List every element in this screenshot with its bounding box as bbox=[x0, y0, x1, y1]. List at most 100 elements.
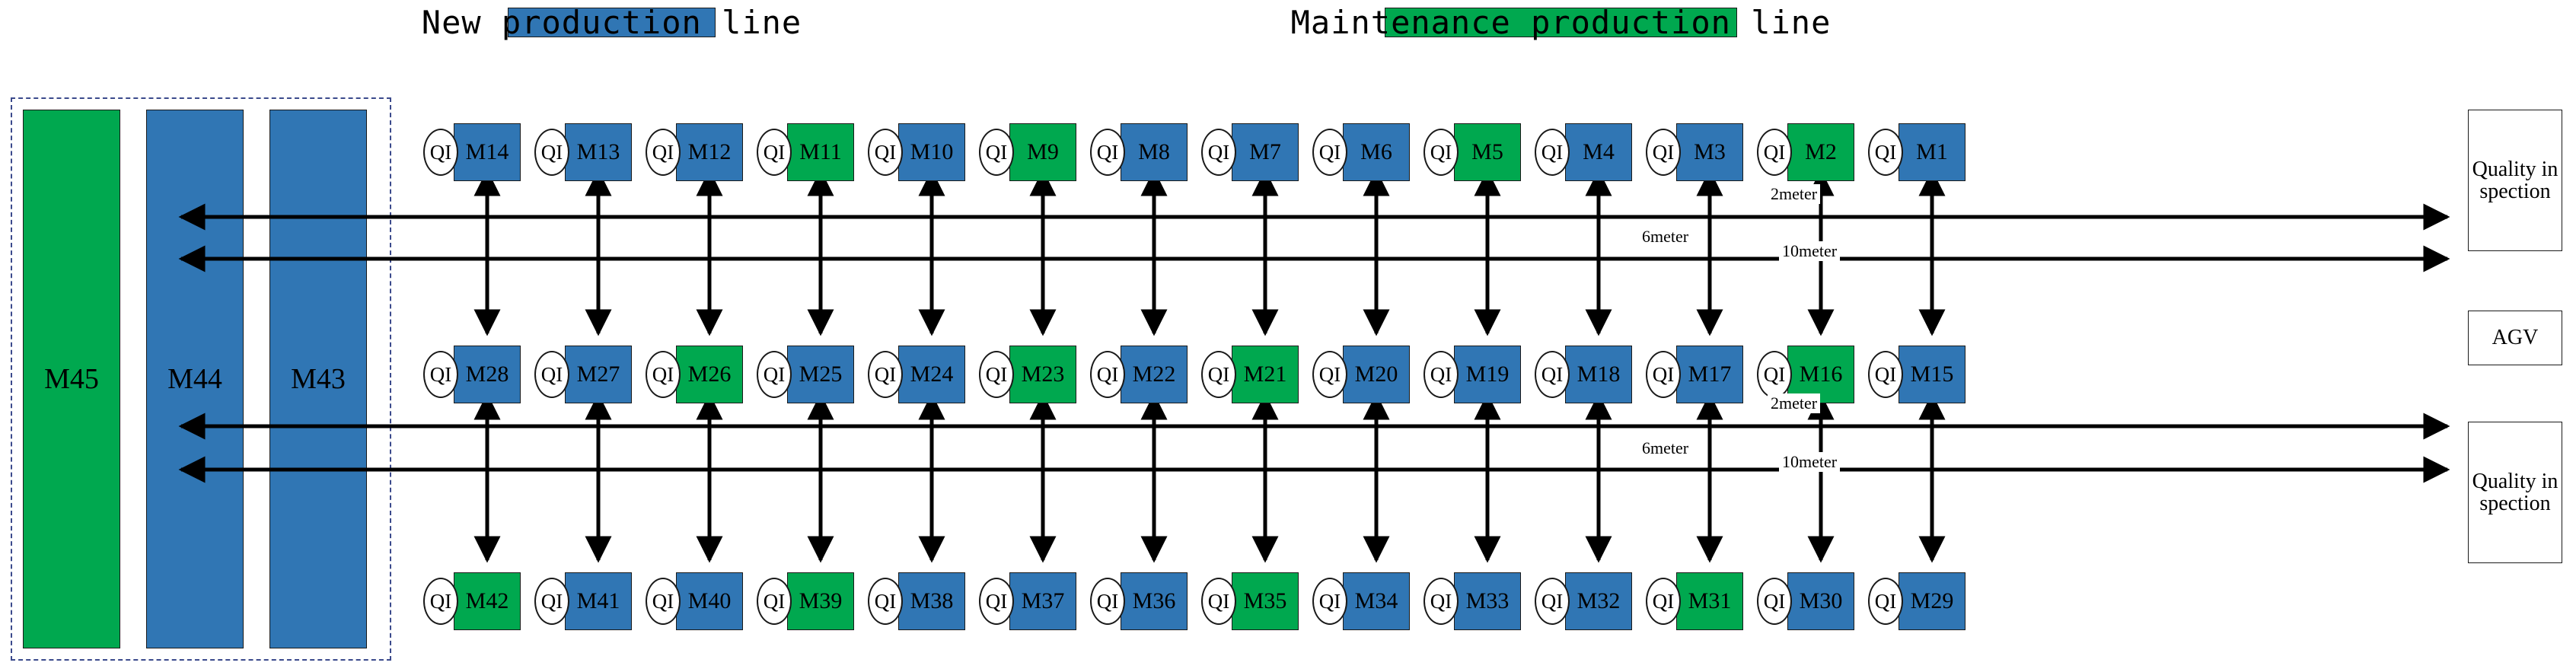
machine-m18[interactable]: M18 bbox=[1565, 346, 1632, 403]
machine-m44[interactable]: M44 bbox=[146, 110, 244, 648]
qi-station-icon[interactable]: QI bbox=[423, 351, 458, 398]
machine-m28-label: M28 bbox=[465, 362, 509, 387]
machine-m5[interactable]: M5 bbox=[1454, 123, 1521, 181]
machine-m2[interactable]: M2 bbox=[1787, 123, 1854, 181]
qi-station-icon[interactable]: QI bbox=[646, 578, 681, 625]
qi-station-icon[interactable]: QI bbox=[1201, 578, 1236, 625]
machine-m31[interactable]: M31 bbox=[1676, 572, 1743, 630]
machine-m42[interactable]: M42 bbox=[454, 572, 521, 630]
qi-station-icon[interactable]: QI bbox=[1757, 578, 1792, 625]
qi-station-icon[interactable]: QI bbox=[1423, 351, 1459, 398]
qi-station-icon[interactable]: QI bbox=[534, 578, 569, 625]
qi-station-icon[interactable]: QI bbox=[757, 351, 792, 398]
machine-m22[interactable]: M22 bbox=[1121, 346, 1188, 403]
machine-m36[interactable]: M36 bbox=[1121, 572, 1188, 630]
qi-station-icon[interactable]: QI bbox=[1312, 129, 1347, 176]
machine-m1[interactable]: M1 bbox=[1899, 123, 1965, 181]
machine-m7[interactable]: M7 bbox=[1232, 123, 1299, 181]
machine-m9[interactable]: M9 bbox=[1009, 123, 1076, 181]
machine-m35[interactable]: M35 bbox=[1232, 572, 1299, 630]
machine-m24[interactable]: M24 bbox=[898, 346, 965, 403]
machine-m1-label: M1 bbox=[1916, 139, 1948, 164]
machine-m20[interactable]: M20 bbox=[1343, 346, 1410, 403]
qi-station-icon[interactable]: QI bbox=[1646, 578, 1681, 625]
machine-m11[interactable]: M11 bbox=[787, 123, 854, 181]
qi-station-icon[interactable]: QI bbox=[1646, 351, 1681, 398]
qi-station-icon[interactable]: QI bbox=[534, 351, 569, 398]
machine-m32[interactable]: M32 bbox=[1565, 572, 1632, 630]
machine-m40[interactable]: M40 bbox=[676, 572, 743, 630]
qi-station-icon[interactable]: QI bbox=[1312, 578, 1347, 625]
qi-station-icon[interactable]: QI bbox=[1090, 129, 1125, 176]
machine-m39-label: M39 bbox=[799, 588, 843, 613]
machine-m27[interactable]: M27 bbox=[565, 346, 632, 403]
machine-m45[interactable]: M45 bbox=[23, 110, 120, 648]
side-label-quality-inspection-bottom-text: Quality inspection bbox=[2472, 469, 2558, 515]
qi-station-icon[interactable]: QI bbox=[1201, 129, 1236, 176]
machine-m12[interactable]: M12 bbox=[676, 123, 743, 181]
qi-station-icon[interactable]: QI bbox=[1090, 578, 1125, 625]
machine-m39[interactable]: M39 bbox=[787, 572, 854, 630]
machine-m10[interactable]: M10 bbox=[898, 123, 965, 181]
qi-station-icon[interactable]: QI bbox=[646, 351, 681, 398]
machine-m43[interactable]: M43 bbox=[269, 110, 367, 648]
machine-m21[interactable]: M21 bbox=[1232, 346, 1299, 403]
machine-m26[interactable]: M26 bbox=[676, 346, 743, 403]
qi-station-icon[interactable]: QI bbox=[1535, 129, 1570, 176]
qi-station-icon[interactable]: QI bbox=[423, 129, 458, 176]
machine-m37[interactable]: M37 bbox=[1009, 572, 1076, 630]
machine-m14[interactable]: M14 bbox=[454, 123, 521, 181]
machine-m8[interactable]: M8 bbox=[1121, 123, 1188, 181]
machine-m23[interactable]: M23 bbox=[1009, 346, 1076, 403]
machine-m25[interactable]: M25 bbox=[787, 346, 854, 403]
machine-m4[interactable]: M4 bbox=[1565, 123, 1632, 181]
machine-m34-label: M34 bbox=[1354, 588, 1398, 613]
machine-m3[interactable]: M3 bbox=[1676, 123, 1743, 181]
qi-station-icon[interactable]: QI bbox=[534, 129, 569, 176]
machine-m28[interactable]: M28 bbox=[454, 346, 521, 403]
machine-m15[interactable]: M15 bbox=[1899, 346, 1965, 403]
qi-station-icon[interactable]: QI bbox=[1423, 129, 1459, 176]
qi-station-icon[interactable]: QI bbox=[1646, 129, 1681, 176]
qi-station-icon[interactable]: QI bbox=[1757, 129, 1792, 176]
qi-station-icon[interactable]: QI bbox=[979, 351, 1014, 398]
qi-station-icon[interactable]: QI bbox=[868, 351, 903, 398]
qi-station-icon[interactable]: QI bbox=[868, 578, 903, 625]
qi-station-icon[interactable]: QI bbox=[757, 578, 792, 625]
qi-station-icon[interactable]: QI bbox=[1201, 351, 1236, 398]
machine-m29[interactable]: M29 bbox=[1899, 572, 1965, 630]
qi-station-icon[interactable]: QI bbox=[1535, 351, 1570, 398]
qi-station-icon[interactable]: QI bbox=[979, 578, 1014, 625]
machine-m33[interactable]: M33 bbox=[1454, 572, 1521, 630]
machine-m17[interactable]: M17 bbox=[1676, 346, 1743, 403]
machine-m6[interactable]: M6 bbox=[1343, 123, 1410, 181]
machine-m25-label: M25 bbox=[799, 362, 843, 387]
qi-station-icon[interactable]: QI bbox=[1090, 351, 1125, 398]
qi-station-icon[interactable]: QI bbox=[1757, 351, 1792, 398]
qi-station-icon[interactable]: QI bbox=[868, 129, 903, 176]
qi-station-icon[interactable]: QI bbox=[979, 129, 1014, 176]
qi-station-icon[interactable]: QI bbox=[1868, 129, 1903, 176]
qi-station-icon[interactable]: QI bbox=[757, 129, 792, 176]
qi-station-icon[interactable]: QI bbox=[1535, 578, 1570, 625]
machine-m38-label: M38 bbox=[910, 588, 954, 613]
qi-station-icon[interactable]: QI bbox=[1423, 578, 1459, 625]
side-label-quality-inspection-bottom: Quality inspection bbox=[2468, 422, 2562, 563]
machine-m30[interactable]: M30 bbox=[1787, 572, 1854, 630]
machine-m41[interactable]: M41 bbox=[565, 572, 632, 630]
qi-station-icon[interactable]: QI bbox=[1868, 578, 1903, 625]
qi-station-icon[interactable]: QI bbox=[423, 578, 458, 625]
machine-m13[interactable]: M13 bbox=[565, 123, 632, 181]
machine-m34[interactable]: M34 bbox=[1343, 572, 1410, 630]
qi-station-icon[interactable]: QI bbox=[646, 129, 681, 176]
qi-station-icon[interactable]: QI bbox=[1312, 351, 1347, 398]
machine-m38[interactable]: M38 bbox=[898, 572, 965, 630]
qi-station-icon[interactable]: QI bbox=[1868, 351, 1903, 398]
machine-m19[interactable]: M19 bbox=[1454, 346, 1521, 403]
